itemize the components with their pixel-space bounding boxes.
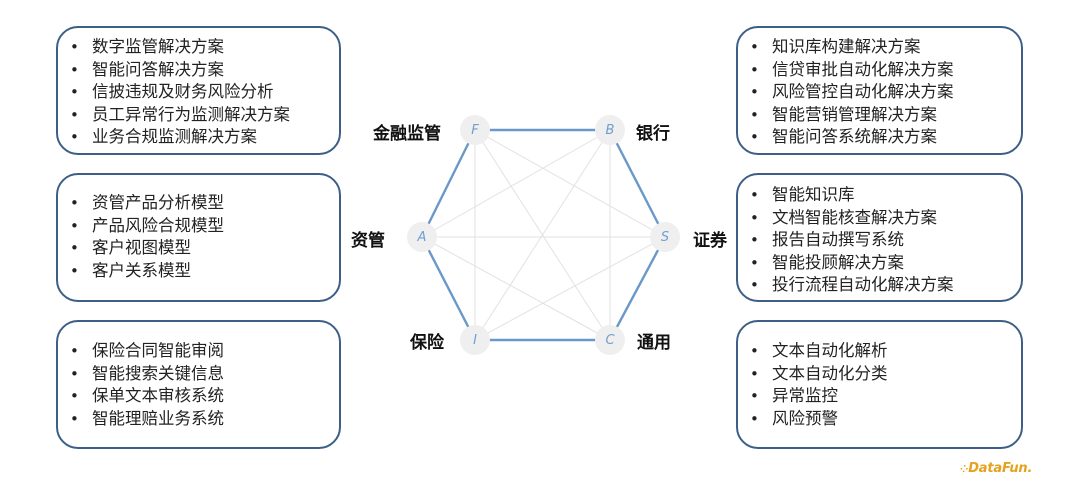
node-b: B [595,115,625,145]
list-item: 文档智能核查解决方案 [738,207,1021,230]
list-item: 知识库构建解决方案 [738,36,1021,59]
list-item: 风险管控自动化解决方案 [738,81,1021,104]
box-bank: 知识库构建解决方案 信贷审批自动化解决方案 风险管控自动化解决方案 智能营销管理… [736,26,1023,155]
list-general: 文本自动化解析 文本自动化分类 异常监控 风险预警 [738,340,1021,430]
label-asset-management: 资管 [351,231,385,251]
list-item: 风险预警 [738,408,1021,431]
node-b-letter: B [605,122,615,138]
label-bank: 银行 [636,124,670,144]
datafun-logo: ⁘DataFun. [960,461,1032,476]
node-s-letter: S [660,229,670,245]
list-item: 保险合同智能审阅 [58,340,339,363]
list-item: 业务合规监测解决方案 [58,126,339,149]
list-item: 智能问答系统解决方案 [738,126,1021,149]
box-securities: 智能知识库 文档智能核查解决方案 报告自动撰写系统 智能投顾解决方案 投行流程自… [736,173,1023,302]
list-item: 智能知识库 [738,184,1021,207]
logo-dots-icon: ⁘ [960,464,969,475]
list-securities: 智能知识库 文档智能核查解决方案 报告自动撰写系统 智能投顾解决方案 投行流程自… [738,184,1021,297]
node-f: F [460,115,490,145]
label-securities: 证券 [693,231,727,251]
list-item: 信贷审批自动化解决方案 [738,59,1021,82]
list-item: 异常监控 [738,385,1021,408]
list-item: 数字监管解决方案 [58,36,339,59]
edge-b-a [421,129,611,238]
list-item: 客户关系模型 [58,260,339,283]
label-general: 通用 [637,333,671,353]
box-insurance: 保险合同智能审阅 智能搜索关键信息 保单文本审核系统 智能理赔业务系统 [56,320,341,449]
list-item: 智能搜索关键信息 [58,363,339,386]
node-s: S [650,222,680,252]
edge-b-i [474,129,611,341]
edge-a-f [420,129,477,238]
list-item: 智能投顾解决方案 [738,252,1021,275]
box-financial-regulation: 数字监管解决方案 智能问答解决方案 信披违规及财务风险分析 员工异常行为监测解决… [56,26,341,155]
node-c-letter: C [605,332,615,348]
list-financial-regulation: 数字监管解决方案 智能问答解决方案 信披违规及财务风险分析 员工异常行为监测解决… [58,36,339,149]
edge-a-c [421,236,611,341]
node-a: A [407,222,437,252]
label-financial-regulation: 金融监管 [373,124,441,144]
list-bank: 知识库构建解决方案 信贷审批自动化解决方案 风险管控自动化解决方案 智能营销管理… [738,36,1021,149]
list-item: 报告自动撰写系统 [738,229,1021,252]
list-item: 智能理赔业务系统 [58,408,339,431]
inner-connections [421,129,666,341]
list-item: 信披违规及财务风险分析 [58,81,339,104]
list-item: 资管产品分析模型 [58,192,339,215]
list-item: 文本自动化解析 [738,340,1021,363]
list-item: 投行流程自动化解决方案 [738,274,1021,297]
list-insurance: 保险合同智能审阅 智能搜索关键信息 保单文本审核系统 智能理赔业务系统 [58,340,339,430]
node-c: C [595,325,625,355]
edge-s-c [608,236,667,341]
list-item: 产品风险合规模型 [58,215,339,238]
list-asset-management: 资管产品分析模型 产品风险合规模型 客户视图模型 客户关系模型 [58,192,339,282]
node-a-letter: A [417,229,427,245]
label-insurance: 保险 [410,333,444,353]
node-f-letter: F [471,122,479,138]
logo-text: DataFun. [968,461,1033,476]
list-item: 文本自动化分类 [738,363,1021,386]
box-general: 文本自动化解析 文本自动化分类 异常监控 风险预警 [736,320,1023,449]
list-item: 客户视图模型 [58,237,339,260]
node-i-letter: I [473,332,477,348]
list-item: 保单文本审核系统 [58,385,339,408]
list-item: 智能营销管理解决方案 [738,104,1021,127]
node-i: I [460,325,490,355]
edge-s-i [474,236,666,341]
box-asset-management: 资管产品分析模型 产品风险合规模型 客户视图模型 客户关系模型 [56,173,341,302]
list-item: 员工异常行为监测解决方案 [58,104,339,127]
edge-f-s [474,129,666,238]
outer-hexagon [420,128,667,342]
edge-i-a [420,236,477,341]
edge-b-s [608,129,667,238]
list-item: 智能问答解决方案 [58,59,339,82]
